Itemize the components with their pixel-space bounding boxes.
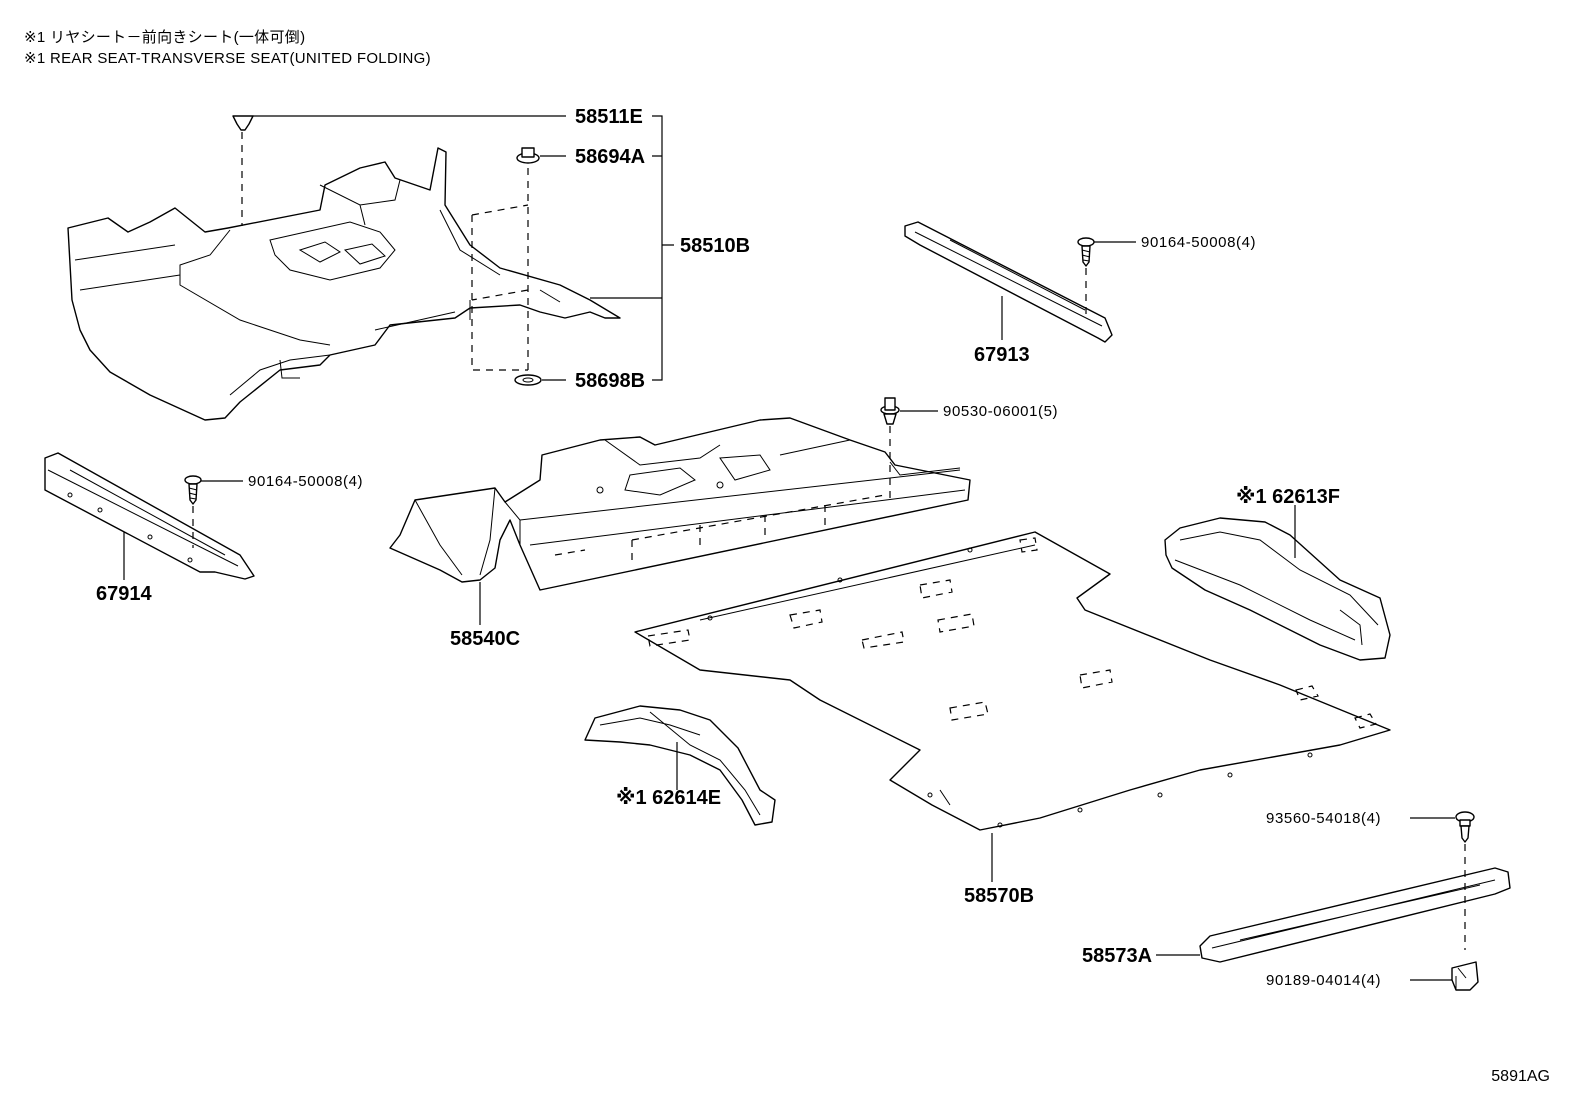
nut-90189-icon[interactable] (1451, 961, 1479, 991)
label-90189: 90189-04014(4) (1266, 972, 1381, 989)
label-90530: 90530-06001(5) (943, 403, 1058, 420)
label-67914: 67914 (96, 583, 152, 605)
side-cover-62614E[interactable] (584, 705, 776, 826)
label-90164-lower: 90164-50008(4) (248, 473, 363, 490)
label-58698B: 58698B (575, 370, 645, 392)
dash-box (471, 204, 529, 371)
label-93560: 93560-54018(4) (1266, 810, 1381, 827)
clip-58694A-icon[interactable] (516, 147, 540, 164)
note-english: ※1 REAR SEAT-TRANSVERSE SEAT(UNITED FOLD… (24, 50, 431, 67)
screw-90164-lower-icon[interactable] (184, 475, 202, 505)
side-cover-62613F[interactable] (1164, 517, 1391, 661)
label-58510B: 58510B (680, 235, 750, 257)
screw-90164-upper-icon[interactable] (1077, 237, 1095, 267)
label-58511E: 58511E (575, 106, 643, 128)
figure-code: 5891AG (1491, 1068, 1550, 1085)
screw-93560-icon[interactable] (1455, 811, 1475, 843)
clip-90530-icon[interactable] (880, 397, 900, 425)
rear-floor-carpet[interactable] (389, 417, 971, 591)
label-67913: 67913 (974, 344, 1030, 366)
note-japanese: ※1 リヤシート－前向きシート(一体可倒) (24, 29, 306, 46)
clip-58698B-icon[interactable] (514, 374, 542, 386)
label-90164-upper: 90164-50008(4) (1141, 234, 1256, 251)
label-58570B: 58570B (964, 885, 1034, 907)
label-62614E: ※1 62614E (616, 787, 721, 809)
label-58540C: 58540C (450, 628, 520, 650)
group-bracket (652, 115, 674, 381)
clip-58511E-icon[interactable] (232, 115, 254, 131)
rear-step-garnish[interactable] (1199, 867, 1511, 963)
scuff-plate-67914[interactable] (44, 452, 255, 580)
label-58573A: 58573A (1082, 945, 1152, 967)
label-62613F: ※1 62613F (1236, 486, 1340, 508)
front-floor-carpet[interactable] (67, 147, 621, 421)
label-58694A: 58694A (575, 146, 645, 168)
luggage-compartment-mat[interactable] (634, 531, 1391, 831)
scuff-plate-67913[interactable] (904, 221, 1113, 343)
